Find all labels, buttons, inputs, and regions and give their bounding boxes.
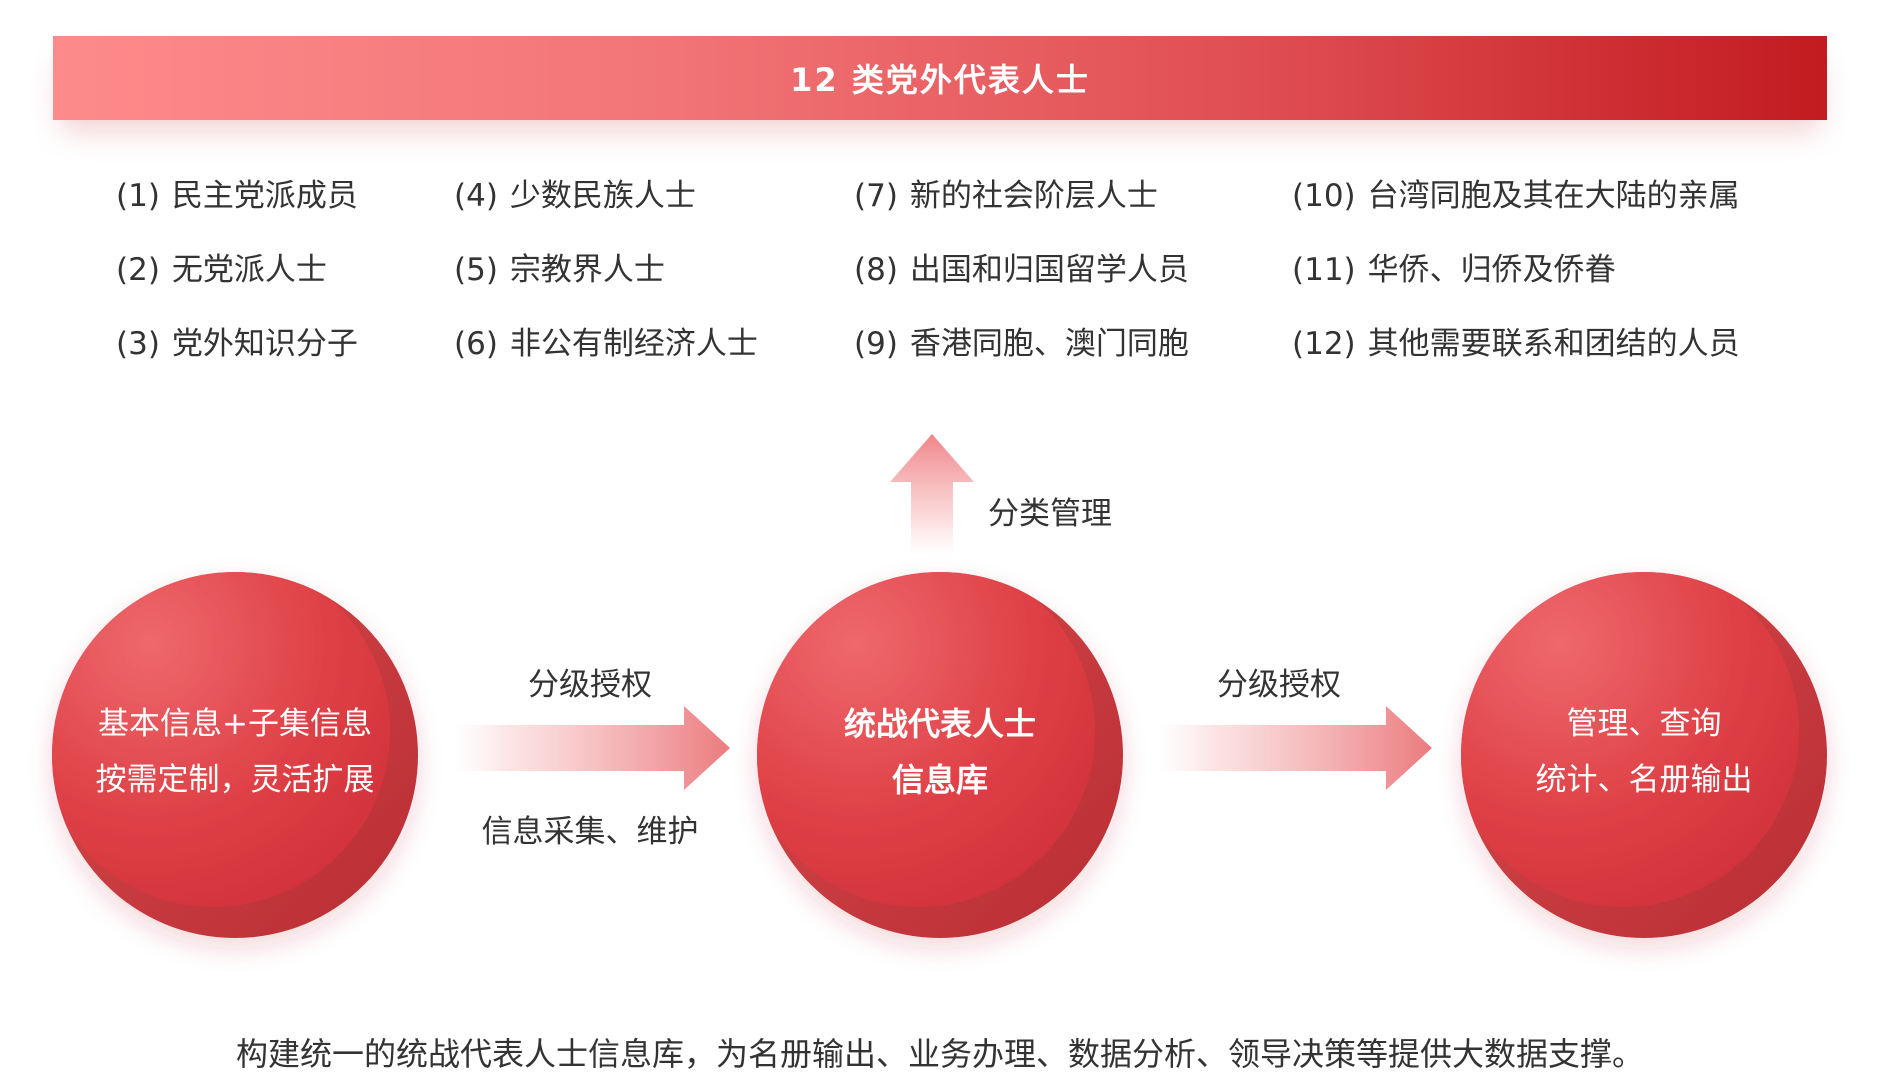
target-circle-highlight [1461, 572, 1799, 907]
center-circle-highlight [757, 572, 1095, 907]
left-arrow-bottom-label: 信息采集、维护 [481, 814, 699, 850]
category-number: (10) [1292, 178, 1356, 214]
category-label: 民主党派成员 [171, 178, 358, 214]
category-item: (10) 台湾同胞及其在大陆的亲属 [1292, 176, 1740, 216]
category-item: (11) 华侨、归侨及侨眷 [1292, 250, 1616, 290]
source-circle-line1: 基本信息+子集信息 [98, 706, 372, 742]
category-label: 华侨、归侨及侨眷 [1367, 252, 1616, 288]
category-item: (4) 少数民族人士 [454, 176, 696, 216]
category-label: 无党派人士 [171, 252, 327, 288]
category-item: (7) 新的社会阶层人士 [854, 176, 1158, 216]
category-item: (9) 香港同胞、澳门同胞 [854, 324, 1189, 364]
category-label: 香港同胞、澳门同胞 [909, 326, 1189, 362]
category-number: (3) [116, 326, 160, 362]
category-label: 其他需要联系和团结的人员 [1367, 326, 1740, 362]
category-item: (8) 出国和归国留学人员 [854, 250, 1189, 290]
category-number: (11) [1292, 252, 1356, 288]
category-label: 宗教界人士 [509, 252, 665, 288]
target-circle [1461, 572, 1827, 938]
category-item: (2) 无党派人士 [116, 250, 327, 290]
category-number: (12) [1292, 326, 1356, 362]
category-item: (5) 宗教界人士 [454, 250, 665, 290]
category-label: 出国和归国留学人员 [909, 252, 1189, 288]
center-circle-line1: 统战代表人士 [843, 705, 1036, 743]
flow-arrow-right [1158, 706, 1432, 790]
source-circle [52, 572, 418, 938]
category-label: 少数民族人士 [509, 178, 696, 214]
category-number: (7) [854, 178, 898, 214]
right-arrow-top-label: 分级授权 [1217, 667, 1341, 703]
up-arrow-label: 分类管理 [988, 496, 1112, 532]
target-circle-line1: 管理、查询 [1566, 706, 1722, 742]
center-circle [757, 572, 1123, 938]
category-number: (5) [454, 252, 498, 288]
left-arrow-top-label: 分级授权 [528, 667, 652, 703]
up-arrow [890, 434, 974, 556]
footer-summary: 构建统一的统战代表人士信息库，为名册输出、业务办理、数据分析、领导决策等提供大数… [235, 1035, 1644, 1073]
category-number: (8) [854, 252, 898, 288]
category-label: 党外知识分子 [171, 326, 358, 362]
flow-arrow-left [454, 706, 730, 790]
category-number: (1) [116, 178, 160, 214]
category-number: (9) [854, 326, 898, 362]
source-circle-line2: 按需定制，灵活扩展 [95, 762, 375, 798]
source-circle-highlight [52, 572, 390, 907]
title-banner: 12 类党外代表人士 [53, 36, 1827, 120]
category-item: (12) 其他需要联系和团结的人员 [1292, 324, 1740, 364]
category-number: (4) [454, 178, 498, 214]
category-item: (1) 民主党派成员 [116, 176, 358, 216]
category-number: (2) [116, 252, 160, 288]
category-label: 非公有制经济人士 [509, 326, 758, 362]
target-circle-line2: 统计、名册输出 [1535, 762, 1753, 798]
category-label: 台湾同胞及其在大陆的亲属 [1367, 178, 1740, 214]
category-number: (6) [454, 326, 498, 362]
banner-title: 12 类党外代表人士 [790, 61, 1090, 99]
category-item: (6) 非公有制经济人士 [454, 324, 758, 364]
category-item: (3) 党外知识分子 [116, 324, 358, 364]
center-circle-line2: 信息库 [891, 761, 988, 799]
category-label: 新的社会阶层人士 [909, 178, 1158, 214]
